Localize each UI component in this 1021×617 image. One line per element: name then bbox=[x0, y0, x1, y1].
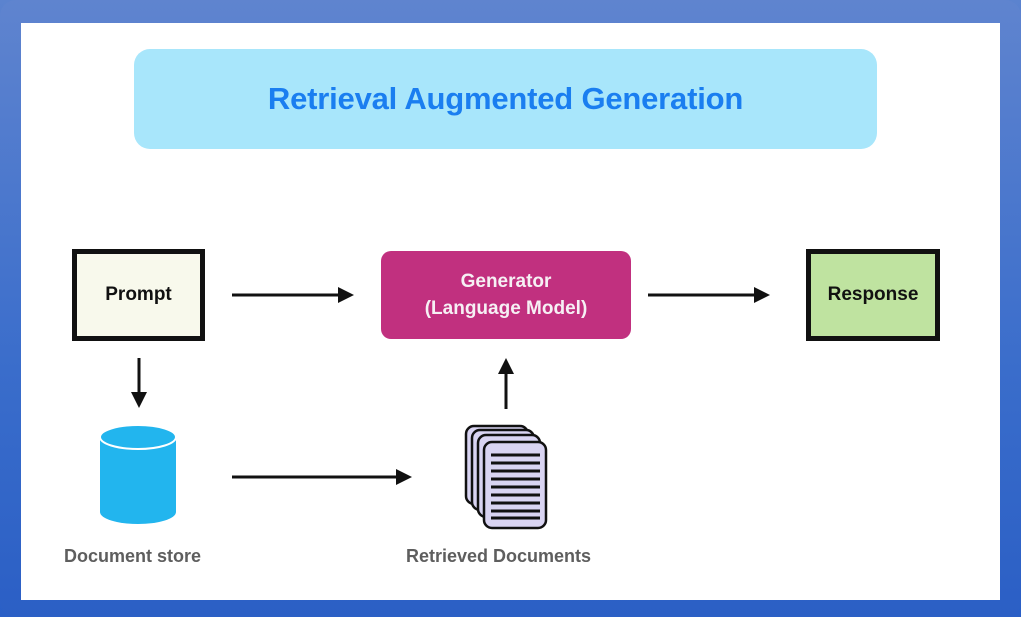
arrow-prompt-to-document-store bbox=[131, 358, 147, 408]
generator-label: Generator bbox=[460, 271, 552, 292]
document-store-label: Document store bbox=[64, 546, 202, 566]
arrow-prompt-to-generator bbox=[232, 287, 354, 303]
generator-sublabel: (Language Model) bbox=[424, 298, 588, 319]
response-node: Response bbox=[806, 249, 940, 341]
retrieved-documents-label: Retrieved Documents bbox=[406, 546, 592, 566]
arrow-generator-to-response bbox=[648, 287, 770, 303]
response-label: Response bbox=[827, 284, 919, 305]
generator-node: Generator (Language Model) bbox=[381, 251, 631, 339]
title-banner: Retrieval Augmented Generation bbox=[134, 49, 877, 149]
arrow-retrieved-to-generator bbox=[498, 358, 514, 409]
database-cylinder-icon bbox=[99, 424, 177, 524]
document-stack-icon bbox=[464, 424, 548, 530]
arrow-store-to-retrieved bbox=[232, 469, 412, 485]
diagram-title: Retrieval Augmented Generation bbox=[267, 81, 744, 116]
prompt-node: Prompt bbox=[72, 249, 205, 341]
prompt-label: Prompt bbox=[105, 284, 172, 305]
